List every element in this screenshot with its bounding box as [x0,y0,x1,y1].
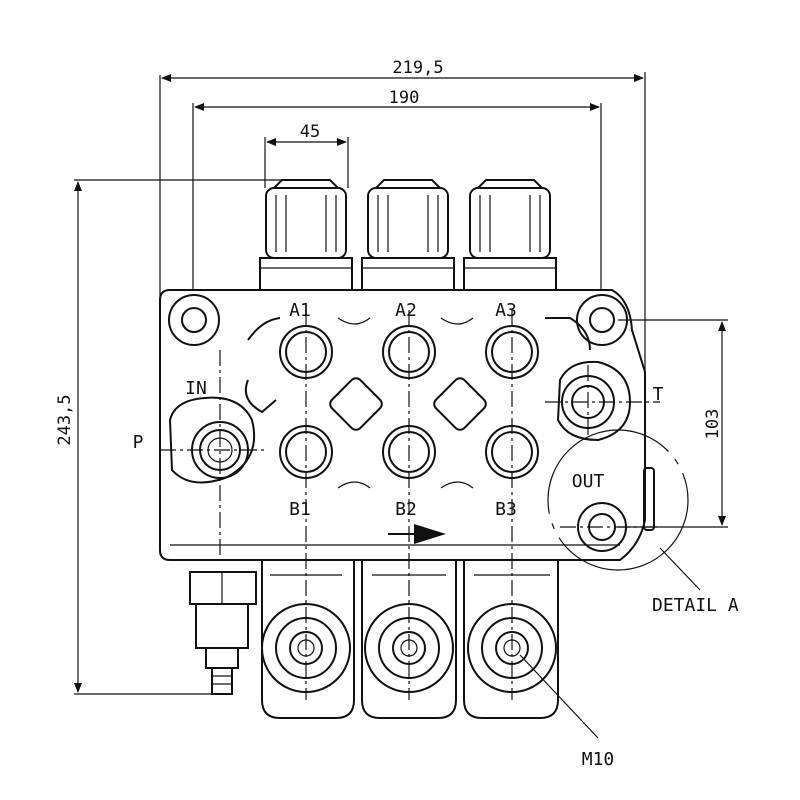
spool-housing-1 [261,560,355,719]
center-lines [160,310,660,700]
detail-circle [547,429,689,571]
flow-arrow [388,524,446,544]
label-port-b3: B3 [495,499,517,520]
label-outlet: OUT [572,471,605,492]
mounting-hole-right [576,294,628,346]
label-port-b2: B2 [395,499,417,520]
label-inlet: IN [185,378,207,399]
label-pressure: P [133,432,144,453]
inlet-port [168,396,256,484]
label-thread: M10 [582,749,615,770]
spool-cap-3 [463,179,557,291]
tank-port [556,360,632,442]
label-port-a2: A2 [395,300,417,321]
dim-overall-width: 219,5 [392,58,443,78]
cavity-right [433,377,487,431]
spool-caps-top [259,179,557,291]
thread-leader [519,654,599,739]
valve-body [159,289,646,561]
mounting-hole-left [168,294,220,346]
label-tank: T [653,384,664,405]
body-contour-arcs [244,317,591,489]
label-detail: DETAIL A [652,595,739,616]
dim-overall-height: 243,5 [55,394,75,445]
spool-cap-1 [259,179,353,291]
dimension-lines [74,72,728,695]
spool-housing-2 [361,560,457,719]
spool-housing-3 [463,560,559,719]
relief-valve-fitting [189,571,257,695]
label-port-b1: B1 [289,499,311,520]
cavity-left [329,377,383,431]
dim-port-spacing: 103 [703,409,723,440]
dim-inner-width: 190 [389,88,420,108]
label-port-a1: A1 [289,300,311,321]
dim-section-width: 45 [300,122,320,142]
label-port-a3: A3 [495,300,517,321]
spool-cap-2 [361,179,455,291]
detail-leader [659,547,701,591]
